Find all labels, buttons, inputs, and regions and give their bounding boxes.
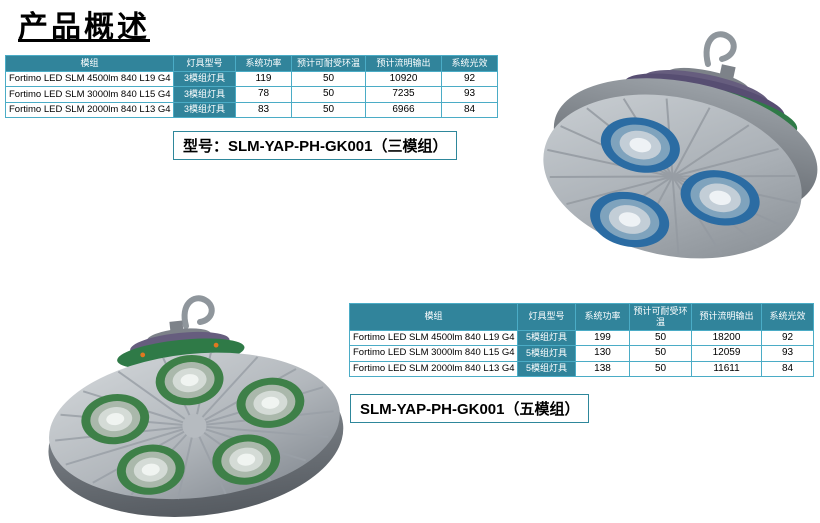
table-header-row: 模组 灯具型号 系统功率 预计可耐受环温 预计流明输出 系统光效 <box>349 303 814 331</box>
table-header-cell: 预计可耐受环温 <box>629 303 692 331</box>
table-cell-lumen: 11611 <box>691 360 762 378</box>
table-cell-fixture: 3模组灯具 <box>173 70 236 88</box>
table-header-cell: 预计流明输出 <box>365 55 442 72</box>
terminal-dot <box>140 352 146 358</box>
hook-icon <box>703 31 737 67</box>
center-hub <box>182 413 207 438</box>
table-cell-lumen: 7235 <box>365 86 442 103</box>
table-cell-efficacy: 93 <box>761 345 814 362</box>
table-cell-lumen: 12059 <box>691 345 762 362</box>
terminal-dot <box>213 342 219 348</box>
table-header-row: 模组 灯具型号 系统功率 预计可耐受环温 预计流明输出 系统光效 <box>5 55 498 72</box>
table-header-cell: 系统光效 <box>441 55 498 72</box>
highbay-5module-render <box>48 295 344 517</box>
table-cell-power: 130 <box>575 345 630 362</box>
table-cell-power: 138 <box>575 360 630 378</box>
table-header-cell: 灯具型号 <box>173 55 236 72</box>
lens-module-blue <box>600 117 680 173</box>
table-cell-module: Fortimo LED SLM 3000lm 840 L15 G4 <box>5 86 174 103</box>
page-title: 产品概述 <box>18 10 150 45</box>
table-cell-module: Fortimo LED SLM 2000lm 840 L13 G4 <box>5 101 174 119</box>
product-image-3module <box>512 26 818 268</box>
table-header-cell: 预计可耐受环温 <box>291 55 366 72</box>
table-cell-module: Fortimo LED SLM 2000lm 840 L13 G4 <box>349 360 518 378</box>
hook-icon <box>181 295 215 329</box>
table-cell-fixture: 5模组灯具 <box>517 329 576 347</box>
table-cell-efficacy: 84 <box>441 101 498 119</box>
table-cell-fixture: 5模组灯具 <box>517 360 576 378</box>
lens-module-green <box>81 393 150 445</box>
spec-table-3module: 模组 灯具型号 系统功率 预计可耐受环温 预计流明输出 系统光效 Fortimo… <box>5 55 498 119</box>
table-header-cell: 系统光效 <box>761 303 814 331</box>
lens-module-green <box>116 444 185 495</box>
table-cell-efficacy: 92 <box>761 329 814 347</box>
table-cell-lumen: 10920 <box>365 70 442 88</box>
table-cell-temp: 50 <box>291 70 366 88</box>
table-cell-power: 119 <box>235 70 292 88</box>
table-cell-fixture: 3模组灯具 <box>173 86 236 103</box>
table-cell-efficacy: 84 <box>761 360 814 378</box>
highbay-3module-render <box>543 31 818 259</box>
table-cell-power: 78 <box>235 86 292 103</box>
lens-module-green <box>155 355 224 406</box>
table-cell-temp: 50 <box>291 101 366 119</box>
table-row: Fortimo LED SLM 3000lm 840 L15 G4 3模组灯具 … <box>5 86 498 103</box>
product-image-5module <box>38 292 356 523</box>
table-row: Fortimo LED SLM 2000lm 840 L13 G4 3模组灯具 … <box>5 101 498 119</box>
table-row: Fortimo LED SLM 4500lm 840 L19 G4 5模组灯具 … <box>349 329 814 347</box>
table-header-cell: 模组 <box>349 303 518 331</box>
table-header-cell: 系统功率 <box>575 303 630 331</box>
table-header-cell: 灯具型号 <box>517 303 576 331</box>
table-cell-temp: 50 <box>291 86 366 103</box>
table-row: Fortimo LED SLM 2000lm 840 L13 G4 5模组灯具 … <box>349 360 814 378</box>
spec-table-5module: 模组 灯具型号 系统功率 预计可耐受环温 预计流明输出 系统光效 Fortimo… <box>349 303 814 378</box>
table-cell-module: Fortimo LED SLM 4500lm 840 L19 G4 <box>349 329 518 347</box>
table-cell-lumen: 18200 <box>691 329 762 347</box>
table-cell-temp: 50 <box>629 329 692 347</box>
lens-module-green <box>212 434 281 485</box>
table-header-cell: 模组 <box>5 55 174 72</box>
table-cell-module: Fortimo LED SLM 3000lm 840 L15 G4 <box>349 345 518 362</box>
table-cell-efficacy: 93 <box>441 86 498 103</box>
table-cell-fixture: 3模组灯具 <box>173 101 236 119</box>
table-cell-power: 199 <box>575 329 630 347</box>
table-cell-power: 83 <box>235 101 292 119</box>
lens-module-blue <box>680 170 760 226</box>
table-row: Fortimo LED SLM 4500lm 840 L19 G4 3模组灯具 … <box>5 70 498 88</box>
lens-module-blue <box>590 191 670 248</box>
table-cell-efficacy: 92 <box>441 70 498 88</box>
table-cell-lumen: 6966 <box>365 101 442 119</box>
table-header-cell: 预计流明输出 <box>691 303 762 331</box>
table-cell-temp: 50 <box>629 360 692 378</box>
model-label-3module: 型号：SLM-YAP-PH-GK001（三模组） <box>173 131 458 160</box>
table-cell-temp: 50 <box>629 345 692 362</box>
table-row: Fortimo LED SLM 3000lm 840 L15 G4 5模组灯具 … <box>349 345 814 362</box>
lens-module-green <box>236 377 305 428</box>
table-header-cell: 系统功率 <box>235 55 292 72</box>
model-label-5module: SLM-YAP-PH-GK001（五模组） <box>350 394 590 423</box>
table-cell-fixture: 5模组灯具 <box>517 345 576 362</box>
table-cell-module: Fortimo LED SLM 4500lm 840 L19 G4 <box>5 70 174 88</box>
